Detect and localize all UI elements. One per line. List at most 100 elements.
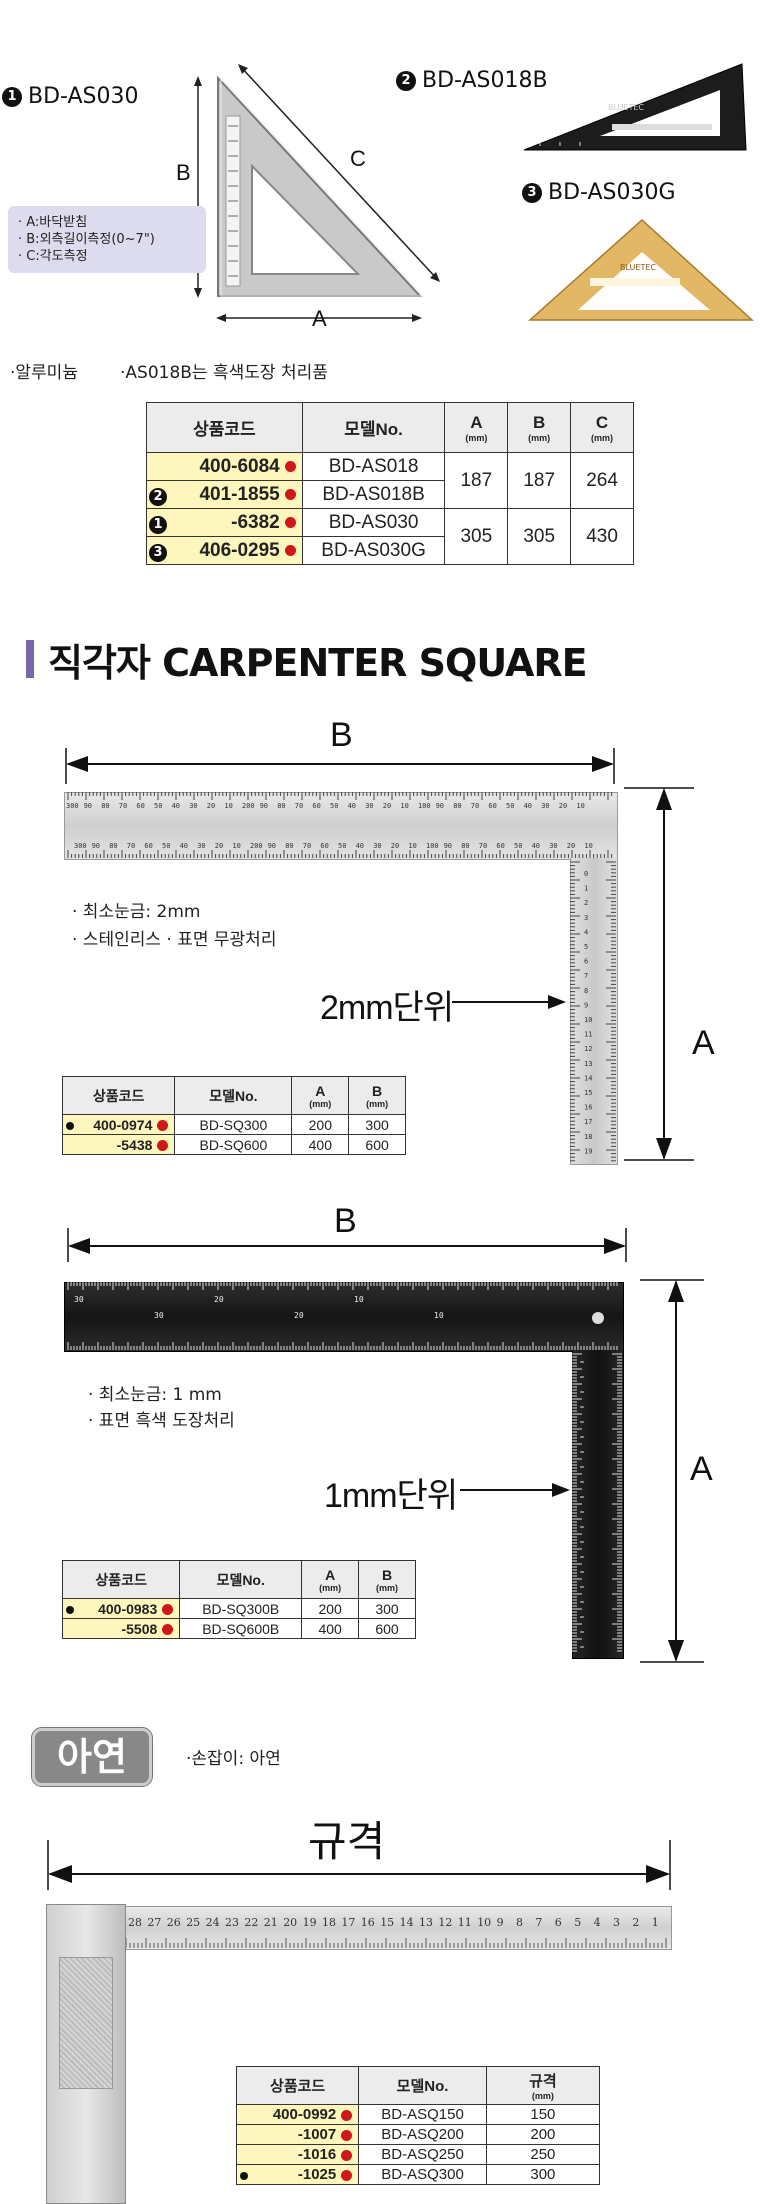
ruler-number: 3 <box>584 914 588 922</box>
section-bar <box>26 640 34 678</box>
steel-square-scale: 3003009090808070706060505040403030202010… <box>66 792 616 1162</box>
ruler-number: 22 <box>244 1916 258 1929</box>
table-row-code: -5508 <box>61 1618 181 1639</box>
dim-label-b: B <box>330 716 353 754</box>
ruler-number: 1 <box>584 885 588 893</box>
table-cell-c: 264 <box>570 452 634 509</box>
table-row-model: BD-AS018 <box>301 452 446 481</box>
ruler-number: 50 <box>162 842 170 850</box>
ruler-number: 4 <box>584 928 588 936</box>
header-b: B(mm) <box>507 402 572 453</box>
ruler-number: 15 <box>380 1916 394 1929</box>
legend-item: · A:바닥받침 <box>18 215 88 230</box>
header-model: 모델No. <box>301 402 446 453</box>
ruler-number: 25 <box>186 1916 200 1929</box>
ruler-number: 20 <box>283 1916 297 1929</box>
ruler-number: 90 <box>436 802 444 810</box>
ruler-number: 40 <box>356 842 364 850</box>
ruler-number: 20 <box>214 1295 224 1304</box>
ruler-number: 300 <box>66 802 79 810</box>
ruler-number: 200 <box>242 802 255 810</box>
model-name: BD-AS018B <box>422 68 548 93</box>
ruler-number: 10 <box>584 1016 592 1024</box>
ruler-number: 50 <box>514 842 522 850</box>
ruler-number: 20 <box>207 802 215 810</box>
table-cell-b: 600 <box>358 1618 416 1639</box>
ruler-number: 10 <box>576 802 584 810</box>
table-row-model: BD-ASQ200 <box>358 2124 487 2145</box>
ruler-number: 10 <box>584 842 592 850</box>
table-row-code: 1-6382 <box>146 508 303 537</box>
ruler-number: 80 <box>101 802 109 810</box>
ruler-number: 70 <box>119 802 127 810</box>
model-name: BD-AS030G <box>548 180 676 205</box>
square1-spec-table: 상품코드 모델No. A(mm) B(mm) 400-0974 BD-SQ300… <box>61 1076 406 1155</box>
ruler-number: 60 <box>312 802 320 810</box>
table-row-model: BD-AS030G <box>301 536 446 565</box>
table-row-code: 400-0974 <box>61 1114 176 1135</box>
ruler-number: 17 <box>584 1118 592 1126</box>
speed-square-black-image: BLUETEC <box>523 63 747 151</box>
ruler-number: 5 <box>574 1916 581 1929</box>
ruler-number: 20 <box>567 842 575 850</box>
header-b: B(mm) <box>348 1076 406 1115</box>
ruler-number: 19 <box>584 1147 592 1155</box>
dim-label-b: B <box>176 160 191 185</box>
number-badge: 1 <box>2 86 22 107</box>
ruler-number: 80 <box>277 802 285 810</box>
ruler-number: 23 <box>225 1916 239 1929</box>
table-row-code: 400-0992 <box>235 2104 360 2125</box>
ruler-number: 50 <box>506 802 514 810</box>
speed-square-silver-image <box>194 64 440 322</box>
ruler-number: 70 <box>295 802 303 810</box>
ruler-number: 90 <box>84 802 92 810</box>
table-cell-size: 200 <box>485 2124 601 2145</box>
ruler-number: 90 <box>92 842 100 850</box>
ruler-number: 18 <box>584 1133 592 1141</box>
min-scale-note: · 최소눈금: 1 mm <box>88 1385 222 1405</box>
table-row-model: BD-ASQ250 <box>358 2144 487 2165</box>
ruler-number: 10 <box>354 1295 364 1304</box>
table-row-model: BD-SQ600B <box>179 1618 303 1639</box>
zinc-square-blade <box>82 1906 672 1950</box>
ruler-number: 10 <box>224 802 232 810</box>
section-title: 직각자 CARPENTER SQUARE <box>48 641 588 685</box>
square1-notes: · 최소눈금: 2mm · 스테인리스 · 표면 무광처리 <box>72 898 276 954</box>
ruler-number: 26 <box>167 1916 181 1929</box>
dimension-arrow-b <box>67 1228 627 1262</box>
ruler-number: 60 <box>144 842 152 850</box>
ruler-number: 15 <box>584 1089 592 1097</box>
table-row-model: BD-AS018B <box>301 480 446 509</box>
ruler-number: 17 <box>341 1916 355 1929</box>
ruler-number: 8 <box>584 987 588 995</box>
table-row-code: 400-0983 <box>61 1598 181 1619</box>
ruler-number: 2 <box>632 1916 639 1929</box>
table-row-code: -1025 <box>235 2164 360 2185</box>
model-label-2: 2 BD-AS018B <box>396 68 548 93</box>
ruler-number: 80 <box>109 842 117 850</box>
table-row-model: BD-ASQ300 <box>358 2164 487 2185</box>
ruler-number: 40 <box>532 842 540 850</box>
ruler-number: 11 <box>584 1031 592 1039</box>
ruler-number: 30 <box>189 802 197 810</box>
brand-text: BLUETEC <box>620 263 656 272</box>
ruler-number: 30 <box>197 842 205 850</box>
ruler-number: 14 <box>584 1074 592 1082</box>
table-row-code: -1007 <box>235 2124 360 2145</box>
dim-label-a: A <box>692 1024 715 1062</box>
ruler-number: 10 <box>408 842 416 850</box>
ruler-number: 90 <box>260 802 268 810</box>
ruler-number: 0 <box>584 870 588 878</box>
table-cell-a: 187 <box>444 452 509 509</box>
table-cell-a: 200 <box>301 1598 360 1619</box>
speed-square-spec-table: 상품코드 모델No. A(mm) B(mm) C(mm) 400-6084 BD… <box>146 402 634 565</box>
ruler-number: 30 <box>74 1295 84 1304</box>
ruler-number: 6 <box>584 958 588 966</box>
ruler-number: 40 <box>524 802 532 810</box>
ruler-number: 60 <box>320 842 328 850</box>
dim-label-b: B <box>334 1202 357 1240</box>
ruler-number: 40 <box>172 802 180 810</box>
header-code: 상품코드 <box>61 1560 181 1599</box>
